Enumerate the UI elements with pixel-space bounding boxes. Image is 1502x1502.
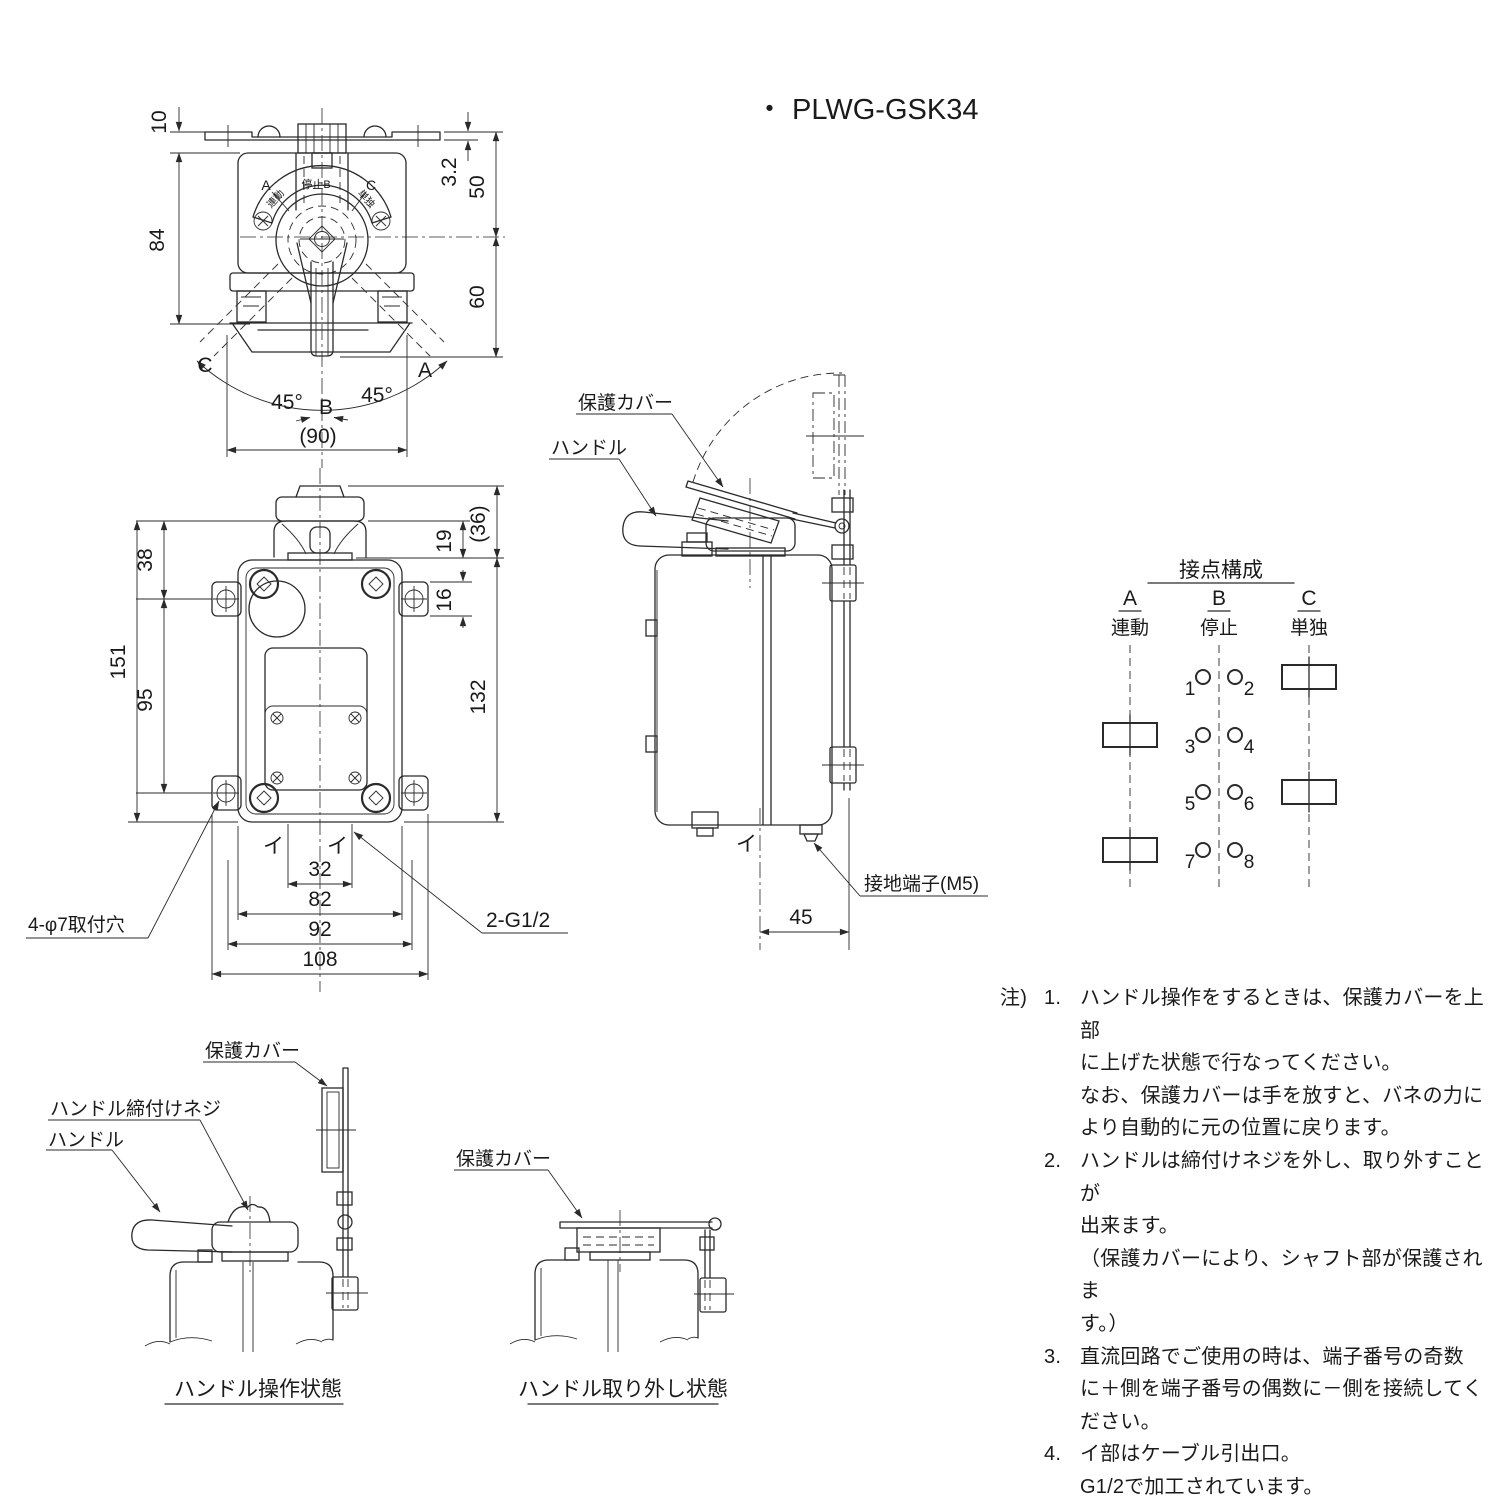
note-item-2: 2. ハンドルは締付けネジを外し、取り外すことが 出来ます。 （保護カバーにより、… [1044, 1145, 1494, 1341]
outlet-i-left: イ [263, 835, 284, 858]
front-view: イ イ 38 95 151 (36) 19 16 132 32 82 92 10… [26, 468, 568, 992]
dim-151: 151 [107, 644, 130, 679]
notes-list: 1. ハンドル操作をするときは、保護カバーを上部 に上げた状態で行なってください。… [1044, 982, 1494, 1502]
dim-90: (90) [299, 425, 336, 448]
dim-82: 82 [308, 888, 331, 911]
note-item-1: 1. ハンドル操作をするときは、保護カバーを上部 に上げた状態で行なってください。… [1044, 982, 1494, 1145]
terminal-2: 2 [1244, 679, 1255, 700]
note-text: 直流回路でご使用の時は、端子番号の奇数 に＋側を端子番号の偶数に－側を接続してく… [1080, 1345, 1483, 1433]
bv2-caption: ハンドル取り外し状態 [518, 1378, 728, 1401]
angle-left: 45° [271, 391, 303, 414]
ground-terminal-label: 接地端子(M5) [864, 873, 979, 895]
note-number: 2. [1044, 1149, 1062, 1172]
plate-stop-label: 停止B [301, 177, 330, 191]
bv1-screw-label: ハンドル締付けネジ [50, 1098, 221, 1120]
note-text: ハンドル操作をするときは、保護カバーを上部 に上げた状態で行なってください。 な… [1080, 987, 1484, 1140]
terminal-6: 6 [1244, 794, 1255, 815]
dim-60: 60 [466, 285, 489, 308]
bv1-caption: ハンドル操作状態 [174, 1378, 342, 1401]
dim-84: 84 [146, 228, 169, 252]
dim-132: 132 [467, 679, 490, 714]
dim-92: 92 [308, 918, 331, 941]
outlet-i-right: イ [327, 835, 348, 858]
contact-col-b-mode: 停止 [1200, 617, 1238, 639]
terminal-4: 4 [1244, 737, 1255, 758]
note-number: 4. [1044, 1443, 1062, 1466]
dim-16: 16 [433, 588, 456, 611]
dim-19: 19 [433, 529, 456, 552]
contact-col-a: A [1123, 587, 1137, 610]
bv1-handle-label: ハンドル [48, 1130, 124, 1151]
contact-col-b: B [1212, 587, 1226, 610]
note-text: ハンドルは締付けネジを外し、取り外すことが 出来ます。 （保護カバーにより、シャ… [1080, 1149, 1484, 1335]
arc-label-a: A [418, 359, 432, 382]
dim-36: (36) [467, 505, 490, 542]
side-i-label: イ [736, 833, 757, 856]
contact-col-c-mode: 単独 [1290, 617, 1328, 639]
contact-col-a-mode: 連動 [1111, 617, 1149, 639]
handle-removed-view: 保護カバー ハンドル取り外し状態 [454, 1148, 734, 1405]
note-text: イ部はケーブル引出口。 G1/2で加工されています。 [1080, 1443, 1324, 1498]
angle-right: 45° [361, 384, 393, 407]
arc-label-b: B [319, 396, 333, 419]
dim-32: 32 [308, 858, 331, 881]
plate-c-label: C [366, 177, 376, 193]
contact-title: 接点構成 [1179, 559, 1263, 582]
contact-configuration-diagram: 接点構成 A B C 連動 停止 単独 1 2 3 4 5 6 7 8 [1102, 559, 1337, 888]
mount-holes-label: 4-φ7取付穴 [28, 914, 125, 936]
dim-45: 45 [789, 906, 812, 929]
terminal-1: 1 [1185, 679, 1196, 700]
side-cover-label: 保護カバー [578, 392, 673, 414]
contact-col-c: C [1301, 587, 1316, 610]
terminal-5: 5 [1185, 794, 1196, 815]
dim-3-2: 3.2 [438, 157, 461, 186]
terminal-3: 3 [1185, 737, 1196, 758]
dim-50: 50 [466, 175, 489, 198]
side-view: 45 イ 保護カバー ハンドル 接地端子(M5) [549, 372, 988, 950]
note-item-4: 4. イ部はケーブル引出口。 G1/2で加工されています。 [1044, 1438, 1494, 1502]
note-number: 3. [1044, 1345, 1062, 1368]
terminal-7: 7 [1185, 852, 1196, 873]
handle-operation-view: 保護カバー ハンドル締付けネジ ハンドル ハンドル操作状態 [46, 1040, 368, 1405]
dim-10: 10 [148, 110, 171, 133]
top-view: 10 84 3.2 50 60 C A 45° B 45° (90) 停止B A… [146, 107, 505, 468]
dim-108: 108 [302, 948, 337, 971]
terminal-8: 8 [1244, 852, 1255, 873]
model-title: ・ PLWG-GSK34 [755, 94, 978, 126]
arc-label-c: C [197, 354, 212, 377]
plate-a-label: A [261, 177, 271, 193]
bv2-cover-label: 保護カバー [456, 1148, 551, 1170]
note-item-3: 3. 直流回路でご使用の時は、端子番号の奇数 に＋側を端子番号の偶数に－側を接続し… [1044, 1341, 1494, 1439]
notes-prefix: 注) [1000, 987, 1028, 1009]
note-number: 1. [1044, 987, 1062, 1009]
notes-block: 注) 1. ハンドル操作をするときは、保護カバーを上部 に上げた状態で行なってくだ… [1000, 982, 1494, 1502]
bv1-cover-label: 保護カバー [205, 1040, 300, 1062]
conduit-label: 2-G1/2 [486, 909, 550, 932]
side-handle-label: ハンドル [551, 438, 627, 459]
